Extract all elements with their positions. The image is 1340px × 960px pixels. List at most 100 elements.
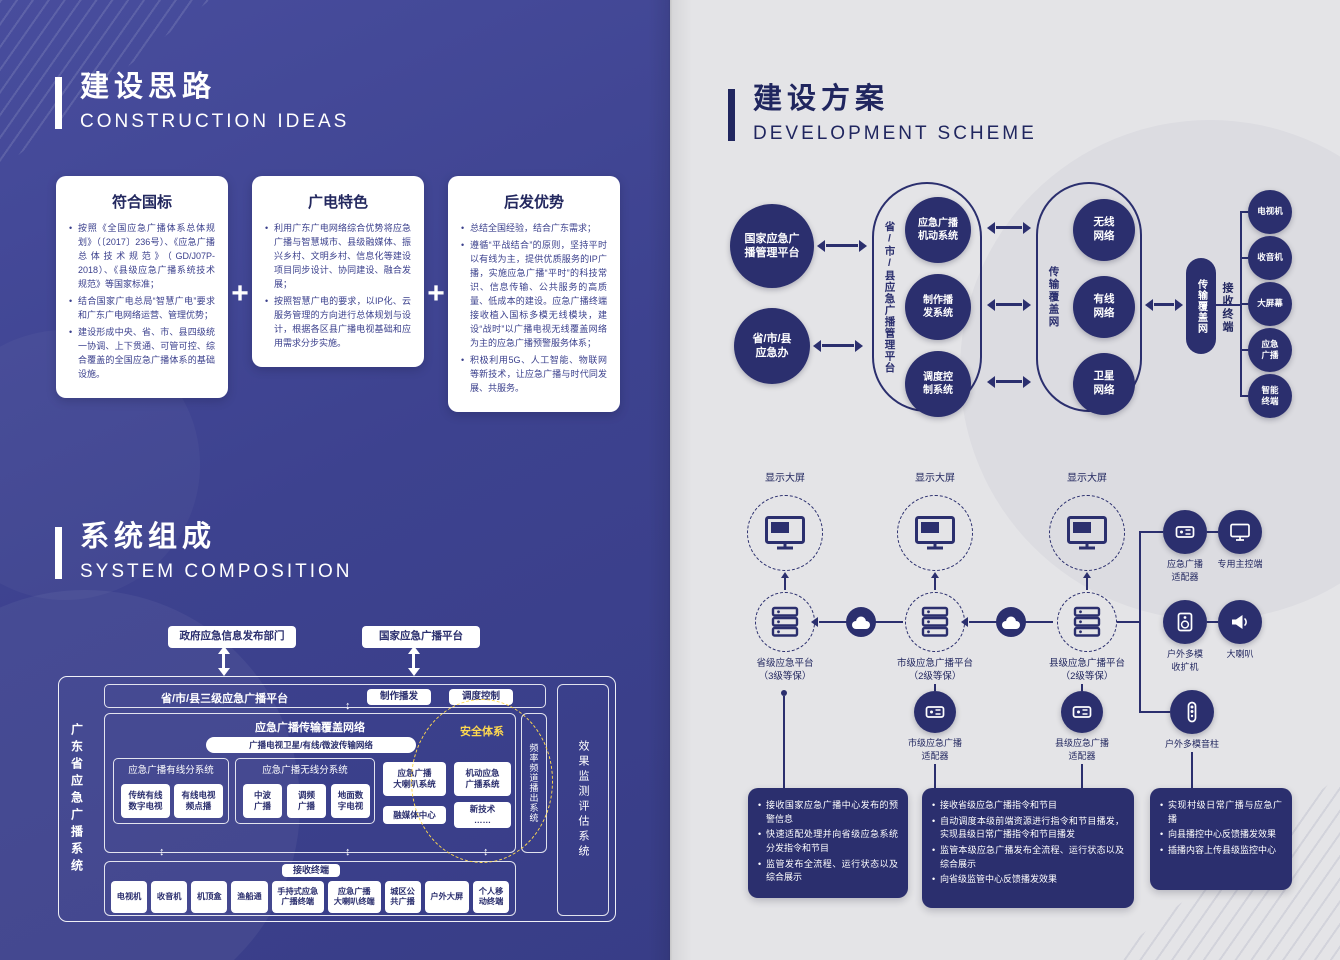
frequency-channel-label: 频率频道播出系统 xyxy=(528,743,539,823)
security-system-label: 安全体系 xyxy=(460,726,504,738)
mobile-system-circle: 应急广播 机动系统 xyxy=(905,197,971,263)
sound-column-icon xyxy=(1187,701,1197,723)
cloud-icon xyxy=(852,616,870,629)
section-title: 建设思路 xyxy=(80,71,217,103)
big-speaker-system-box: 应急广播 大喇叭系统 xyxy=(383,762,446,796)
province-info-bullets: 接收国家应急广播中心发布的预警信息 快速适配处理并向省级应急系统分发指令和节目 … xyxy=(758,799,898,885)
section-title: 建设方案 xyxy=(753,83,890,115)
connector-line xyxy=(783,696,785,788)
bullet: 插播内容上传县级监控中心 xyxy=(1160,844,1282,858)
console-label: 专用主控端 xyxy=(1217,559,1263,569)
plus-sign: + xyxy=(427,277,445,311)
emergency-office-circle: 省/市/县 应急办 xyxy=(734,308,810,384)
city-adapter-label: 市级应急广播 适配器 xyxy=(907,738,962,761)
connector-line xyxy=(1216,304,1240,306)
small-arrow: ↕ xyxy=(483,846,489,858)
province-platform-label: 省级应急平台 （3级等保） xyxy=(756,658,814,683)
terminal-public-broadcast: 城区公 共广播 xyxy=(384,881,421,913)
terminal-radio: 收音机 xyxy=(151,881,188,913)
left-arrowhead xyxy=(811,617,818,627)
connector-line xyxy=(1242,395,1248,397)
city-county-info-bullets: 接收省级应急广播指令和节目 自动调度本级前端资源进行指令和节目播发，实现县级日常… xyxy=(932,799,1124,887)
wired-subsystem-title: 应急广播有线分系统 xyxy=(128,765,214,776)
receiving-terminal-label-text: 接收终端 xyxy=(1221,282,1233,334)
dispatch-system-circle: 调度控 制系统 xyxy=(905,351,971,417)
adapter-icon xyxy=(1175,526,1195,538)
bullet: 结合国家广电总局“智慧广电”要求和广东广电网络运营、管理优势； xyxy=(69,294,215,322)
guangdong-system-box: 广东省应急广播系统 省/市/县三级应急广播平台 制作播发 调度控制 ↕ 应急广播… xyxy=(58,676,616,922)
wireless-network-circle: 无线 网络 xyxy=(1073,199,1135,261)
bullet: 快速适配处理并向省级应急系统分发指令和节目 xyxy=(758,828,898,855)
display-screen-label: 显示大屏 xyxy=(1067,473,1107,484)
adapter-icon xyxy=(1072,706,1092,718)
effect-monitoring-box: 效果监测评估系统 xyxy=(557,684,609,916)
adapter-icon xyxy=(925,706,945,718)
horn-speaker-icon xyxy=(1232,615,1247,629)
double-arrow-horizontal xyxy=(987,298,1031,311)
display-circle-province xyxy=(747,495,823,571)
up-arrow xyxy=(1082,572,1091,590)
bullet: 实现村级日常广播与应急广播 xyxy=(1160,799,1282,826)
cloud-icon xyxy=(1002,616,1020,629)
receiving-terminal-label: 接收终端 xyxy=(1219,268,1235,348)
terminal-bigscreen-circle: 大屏幕 xyxy=(1248,282,1292,326)
card-title: 广电特色 xyxy=(307,194,368,211)
connector-dot xyxy=(781,690,787,696)
section-subtitle: DEVELOPMENT SCHEME xyxy=(753,122,1037,144)
horn-label: 大喇叭 xyxy=(1226,649,1254,659)
bullet: 向省级监管中心反馈播发效果 xyxy=(932,873,1124,887)
satellite-network-circle: 卫星 网络 xyxy=(1073,353,1135,415)
terrestrial-dtv-box: 地面数 字电视 xyxy=(331,784,370,818)
terminal-settopbox: 机顶盒 xyxy=(191,881,228,913)
terminal-tv: 电视机 xyxy=(111,881,148,913)
sound-column-circle xyxy=(1170,690,1214,734)
card-late-advantage: 后发优势 总结全国经验，结合广东需求； 遵循“平战结合”的原则，坚持平时以有线为… xyxy=(448,176,620,413)
gov-emergency-info-dept-box: 政府应急信息发布部门 xyxy=(168,626,296,648)
double-arrow-horizontal xyxy=(1145,298,1183,311)
connector-line xyxy=(1207,531,1218,533)
transmission-pill: 传输覆盖网 xyxy=(1186,258,1216,354)
bullet: 自动调度本级前端资源进行指令和节目播发，实现县级日常广播指令和节目播发 xyxy=(932,815,1124,842)
connector-line xyxy=(1141,711,1170,713)
system-composition-heading: 系统组成 SYSTEM COMPOSITION xyxy=(55,521,353,583)
terminal-personal-mobile: 个人移 动终端 xyxy=(472,881,510,913)
media-center-box: 融媒体中心 xyxy=(383,806,446,824)
cable-network-circle: 有线 网络 xyxy=(1073,276,1135,338)
frequency-channel-box: 频率频道播出系统 xyxy=(521,713,547,853)
province-info-box: 接收国家应急广播中心发布的预警信息 快速适配处理并向省级应急系统分发指令和节目 … xyxy=(748,788,908,899)
server-icon xyxy=(1073,606,1101,637)
development-scheme-heading: 建设方案 DEVELOPMENT SCHEME xyxy=(728,83,1037,145)
section-title: 系统组成 xyxy=(80,521,217,553)
connector-line xyxy=(1242,257,1248,259)
transmission-pill-text: 传输覆盖网 xyxy=(1195,278,1207,334)
left-arrowhead xyxy=(961,617,968,627)
wireless-subsystem-title: 应急广播无线分系统 xyxy=(262,765,348,776)
wired-subsystem-box: 应急广播有线分系统 传统有线 数字电视 有线电视 频点播 xyxy=(113,758,229,824)
village-info-bullets: 实现村级日常广播与应急广播 向县播控中心反馈播发效果 插播内容上传县级监控中心 xyxy=(1160,799,1282,858)
console-monitor-icon xyxy=(1230,523,1250,541)
small-arrow: ↕ xyxy=(345,846,351,858)
bullet: 向县播控中心反馈播发效果 xyxy=(1160,828,1282,842)
connector-line xyxy=(1242,349,1248,351)
connector-line xyxy=(1117,621,1140,623)
card-bullets: 按照《全国应急广播体系总体规划》（〔2017〕236号）、《应急广播总体技术规范… xyxy=(69,221,215,381)
bullet: 按照智慧广电的要求，以IP化、云服务管理的方向进行总体规划与设计，根据各区县广播… xyxy=(265,294,411,350)
bullet: 接收国家应急广播中心发布的预警信息 xyxy=(758,799,898,826)
connector-line xyxy=(934,684,936,691)
card-bullets: 总结全国经验，结合广东需求； 遵循“平战结合”的原则，坚持平时以有线为主，提供优… xyxy=(461,221,607,395)
terminal-fishing-boat: 渔船通 xyxy=(231,881,268,913)
terminal-row: 电视机 收音机 机顶盒 渔船通 手持式应急 广播终端 应急广播 大喇叭终端 城区… xyxy=(111,881,510,913)
cable-digital-tv-box: 传统有线 数字电视 xyxy=(121,784,170,818)
county-adapter-label: 县级应急广播 适配器 xyxy=(1054,738,1109,761)
adapter-circle xyxy=(1163,510,1207,554)
coverage-network-pill: 传输覆盖网 无线 网络 有线 网络 卫星 网络 xyxy=(1036,182,1142,415)
up-arrow xyxy=(930,572,939,590)
outdoor-amp-circle xyxy=(1163,600,1207,644)
dispatch-control-button-box: 调度控制 xyxy=(449,689,513,705)
production-system-circle: 制作播 发系统 xyxy=(905,274,971,340)
double-arrow-vertical xyxy=(407,646,420,676)
card-national-standard: 符合国标 按照《全国应急广播体系总体规划》（〔2017〕236号）、《应急广播总… xyxy=(56,176,228,399)
connector-line xyxy=(1081,764,1083,788)
connector-line xyxy=(1139,531,1141,713)
